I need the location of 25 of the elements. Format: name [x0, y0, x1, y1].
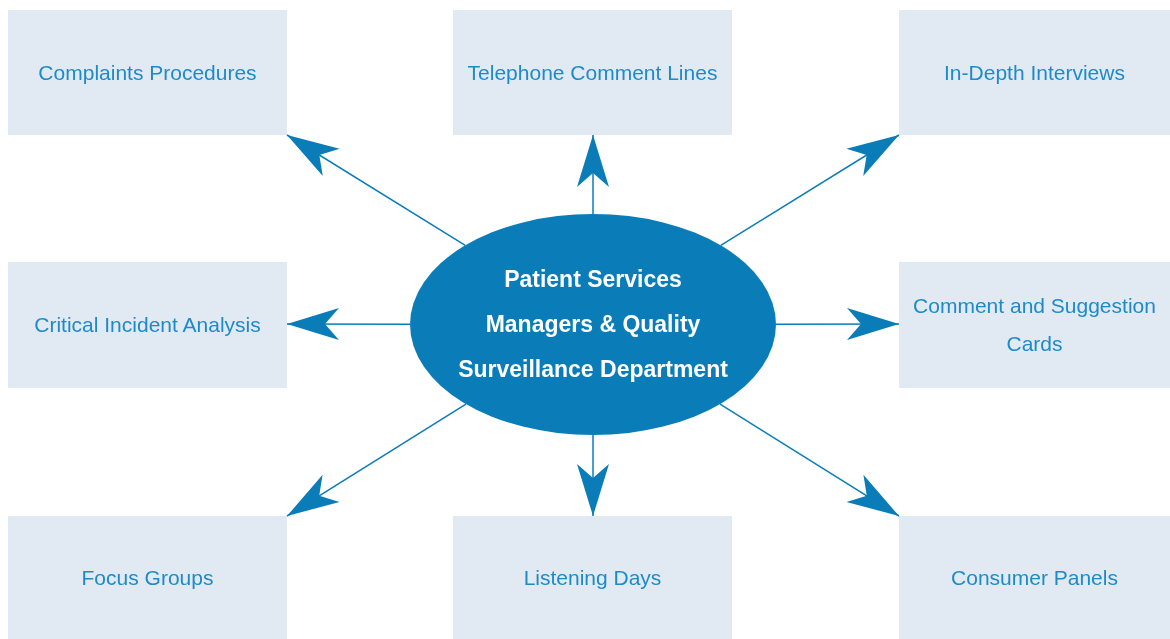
arrow — [720, 134, 900, 247]
node-text: Listening Days — [523, 564, 662, 591]
method-box — [899, 262, 1170, 388]
node-text: Complaints Procedures — [38, 59, 257, 86]
node-text: Focus Groups — [81, 564, 214, 591]
node-text: Telephone Comment Lines — [467, 59, 718, 86]
method-box — [8, 262, 287, 388]
node-text: In-Depth Interviews — [944, 59, 1125, 86]
node-text: Comment and Suggestion Cards — [912, 293, 1157, 357]
arrow — [577, 134, 609, 215]
arrow — [775, 308, 900, 341]
method-box — [8, 10, 287, 135]
node-text: Consumer Panels — [951, 564, 1118, 591]
arrow — [286, 134, 466, 247]
arrow — [577, 434, 609, 517]
method-box — [899, 516, 1170, 639]
method-box — [899, 10, 1170, 135]
method-box — [453, 10, 732, 135]
arrow — [719, 403, 900, 517]
arrow — [286, 403, 467, 517]
arrow — [286, 308, 411, 341]
method-box — [8, 516, 287, 639]
method-box — [453, 516, 732, 639]
node-text: Critical Incident Analysis — [34, 312, 261, 339]
node-text: Patient Services Managers & Quality Surveillance Department — [457, 265, 729, 384]
